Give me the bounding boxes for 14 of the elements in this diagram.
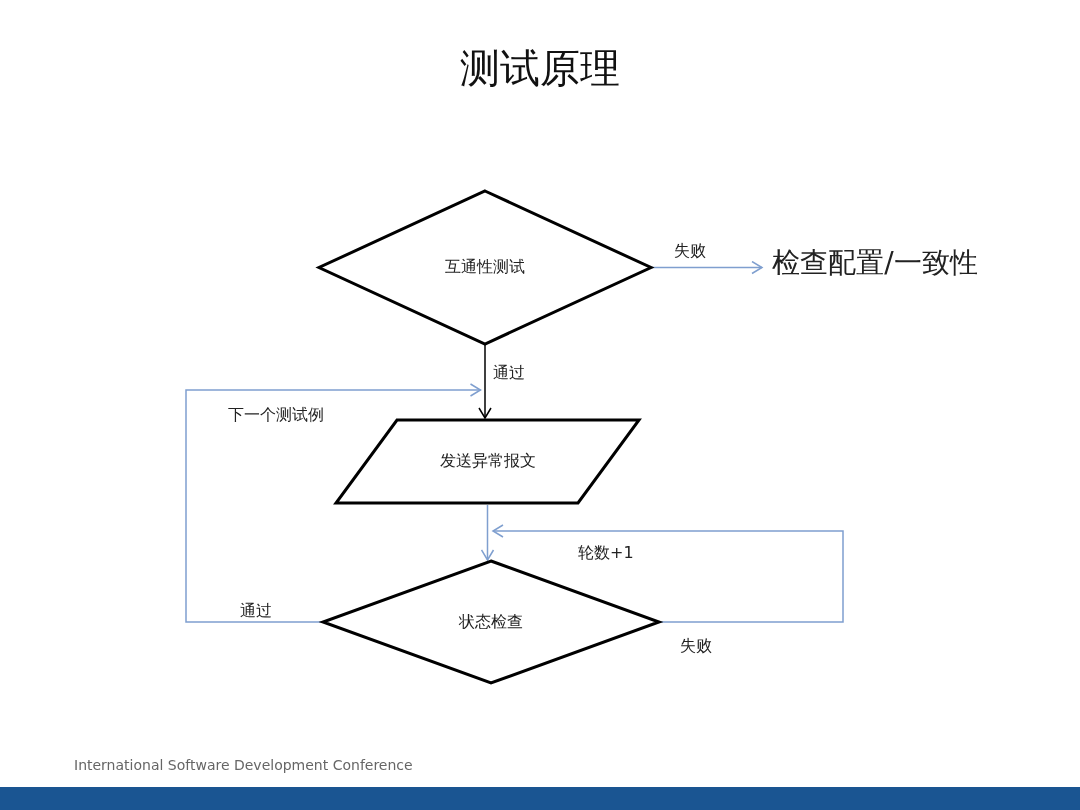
edge-label: 通过 — [491, 363, 527, 383]
edge-label: 通过 — [238, 601, 274, 621]
arrow — [185, 383, 482, 623]
arrow — [492, 524, 844, 623]
process-parallelogram: 发送异常报文 — [335, 418, 640, 505]
arrow — [480, 504, 495, 561]
arrow — [478, 344, 492, 419]
result-text: 检查配置/一致性 — [772, 245, 978, 281]
edge-label: 失败 — [678, 636, 714, 656]
decision-diamond: 互通性测试 — [318, 190, 652, 345]
title: 测试原理 — [459, 44, 621, 93]
loop-label: 轮数+1 — [576, 543, 636, 563]
loop-label: 下一个测试例 — [226, 405, 326, 425]
edge-label: 失败 — [672, 241, 708, 261]
